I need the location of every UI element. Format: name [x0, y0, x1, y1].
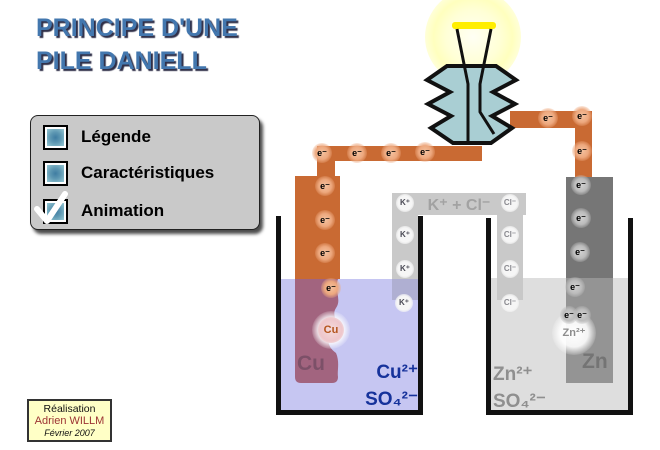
credit-line2: Adrien WILLM	[34, 415, 105, 427]
electron: e⁻	[572, 141, 592, 161]
copper-electrode-label: Cu	[297, 352, 325, 375]
cuso4-solution-label: Cu²⁺ SO₄²⁻	[328, 359, 418, 413]
zn-anion-label: SO₄²⁻	[493, 391, 546, 412]
electron: e⁻	[315, 176, 335, 196]
legende-label[interactable]: Légende	[81, 127, 151, 146]
electron: e⁻	[572, 106, 592, 126]
electron: e⁻	[321, 278, 341, 298]
potassium-ion: K⁺	[396, 226, 414, 244]
salt-bridge-label: K⁺ + Cl⁻	[427, 197, 491, 214]
electron: e⁻	[565, 277, 585, 297]
bulb-filament-bar	[452, 22, 496, 29]
electron: e⁻	[571, 175, 591, 195]
electron: e⁻	[347, 143, 367, 163]
potassium-ion: K⁺	[396, 194, 414, 212]
potassium-ion: K⁺	[395, 294, 413, 312]
left-beaker	[276, 216, 423, 415]
zinc-electrode-label: Zn	[582, 350, 608, 373]
caracteristiques-checkbox[interactable]	[43, 160, 68, 186]
legende-checkbox[interactable]	[43, 124, 68, 150]
credit-line1: Réalisation	[43, 403, 96, 415]
menu-item-legende[interactable]: Légende	[43, 124, 151, 150]
electron: e⁻	[381, 143, 401, 163]
electron: e⁻	[415, 142, 435, 162]
page-title: PRINCIPE D'UNE PILE DANIELL	[36, 12, 238, 78]
electron: e⁻	[573, 306, 591, 324]
menu-item-animation[interactable]: Animation	[43, 198, 165, 224]
zn-cation-label: Zn²⁺	[493, 364, 533, 385]
electron: e⁻	[315, 210, 335, 230]
electron: e⁻	[570, 242, 590, 262]
page-title-line2: PILE DANIELL	[36, 47, 207, 75]
zinc-ion-label: Zn²⁺	[562, 327, 586, 339]
animation-label[interactable]: Animation	[81, 201, 165, 220]
chloride-ion: Cl⁻	[501, 260, 519, 278]
electron: e⁻	[312, 143, 332, 163]
electron: e⁻	[315, 243, 335, 263]
copper-atom: Cu	[318, 317, 344, 343]
chloride-ion: Cl⁻	[501, 226, 519, 244]
right-beaker	[486, 218, 633, 415]
znso4-solution-label: Zn²⁺ SO₄²⁻	[493, 361, 583, 415]
credit-box: Réalisation Adrien WILLM Février 2007	[27, 399, 112, 442]
potassium-ion: K⁺	[396, 260, 414, 278]
salt-bridge-top	[392, 193, 526, 215]
menu-item-caracteristiques[interactable]: Caractéristiques	[43, 160, 215, 186]
salt-bridge-right-arm-submerged	[497, 278, 523, 300]
left-wire-vertical	[317, 161, 335, 177]
caracteristiques-label[interactable]: Caractéristiques	[81, 163, 215, 182]
page-title-line1: PRINCIPE D'UNE	[36, 14, 238, 42]
zinc-electrode-top	[566, 177, 613, 278]
menu-panel: Légende Caractéristiques Animation	[30, 115, 260, 230]
cu-anion-label: SO₄²⁻	[365, 389, 418, 410]
cu-cation-label: Cu²⁺	[376, 362, 418, 383]
electron: e⁻	[571, 208, 591, 228]
electron: e⁻	[538, 108, 558, 128]
credit-line3: Février 2007	[44, 428, 95, 438]
animation-checkbox[interactable]	[43, 198, 68, 224]
chloride-ion: Cl⁻	[501, 194, 519, 212]
chloride-ion: Cl⁻	[501, 294, 519, 312]
bulb-glow	[425, 0, 521, 85]
